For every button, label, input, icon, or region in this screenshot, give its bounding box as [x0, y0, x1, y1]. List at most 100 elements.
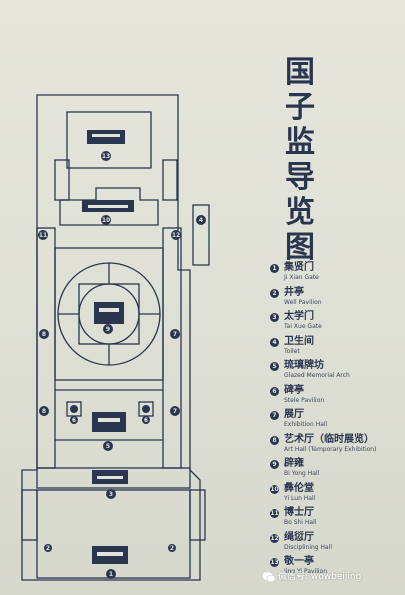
- yilun-block: [59, 187, 159, 226]
- marker-8-west: 8: [39, 329, 49, 339]
- title-char: 图: [285, 230, 315, 265]
- legend-label-en: Well Pavilion: [284, 298, 322, 306]
- legend-label-zh: 彝伦堂: [284, 482, 314, 494]
- svg-text:9: 9: [106, 326, 110, 333]
- svg-text:6: 6: [144, 417, 148, 424]
- title-char: 导: [285, 160, 315, 195]
- legend-number: 10: [270, 484, 279, 494]
- legend-number: 4: [270, 337, 279, 347]
- svg-text:12: 12: [172, 232, 180, 239]
- title-char: 国: [285, 55, 315, 90]
- legend-number: 12: [270, 533, 279, 543]
- svg-text:7: 7: [173, 408, 177, 415]
- svg-text:10: 10: [102, 217, 110, 224]
- legend-item: 8 艺术厅（临时展览）Art Hall (Temporary Exhibition…: [270, 434, 400, 459]
- marker-6-east: 6: [142, 416, 150, 424]
- marker-1: 1: [106, 569, 116, 579]
- marker-2-east: 2: [168, 544, 176, 552]
- toilet-block: [192, 204, 210, 266]
- legend-label-en: Bi Yong Hall: [284, 470, 320, 477]
- marker-3: 3: [106, 489, 116, 499]
- marker-13: 13: [101, 151, 111, 161]
- outer-wall: [21, 94, 201, 581]
- map-title: 国 子 监 导 览 图: [283, 55, 317, 265]
- svg-text:7: 7: [173, 331, 177, 338]
- svg-text:8: 8: [42, 408, 46, 415]
- svg-text:11: 11: [39, 232, 47, 239]
- svg-text:3: 3: [109, 491, 113, 498]
- watermark: 微信号: wowbeijing: [262, 569, 362, 585]
- legend-label-en: Bo Shi Hall: [284, 519, 317, 526]
- legend-label-zh: 琉璃牌坊: [284, 360, 324, 371]
- svg-text:4: 4: [199, 217, 203, 224]
- marker-6-west: 6: [70, 416, 78, 424]
- legend-label-zh: 卫生间: [284, 335, 314, 347]
- marker-9: 9: [103, 324, 113, 334]
- wechat-icon: [262, 572, 276, 583]
- legend-label-zh: 井亭: [284, 286, 304, 298]
- svg-text:1: 1: [109, 571, 113, 578]
- legend-label-en: Stele Pavilion: [284, 396, 325, 404]
- legend-number: 8: [270, 435, 279, 445]
- watermark-text: 微信号: wowbeijing: [278, 572, 362, 582]
- svg-text:5: 5: [106, 443, 110, 450]
- legend-label-zh: 绳愆厅: [284, 531, 314, 543]
- legend-number: 5: [270, 362, 279, 371]
- legend-number: 7: [270, 411, 279, 420]
- legend-label-en: Glazed Memorial Arch: [284, 372, 350, 379]
- title-char: 览: [285, 195, 315, 230]
- legend-label-en: Yi Lun Hall: [284, 494, 316, 502]
- biyong-building: [94, 302, 124, 324]
- title-char: 监: [285, 125, 315, 160]
- legend-number: 3: [270, 313, 279, 322]
- taixue-wall: [36, 467, 191, 489]
- svg-text:2: 2: [46, 545, 50, 552]
- legend-number: 13: [270, 558, 279, 567]
- legend-label-zh: 敬一亭: [284, 556, 314, 567]
- marker-2-west: 2: [44, 544, 52, 552]
- legend-label-en: Disciplining Hall: [284, 543, 333, 551]
- legend-number: 1: [270, 264, 279, 273]
- legend-label-zh: 太学门: [284, 311, 314, 322]
- svg-text:6: 6: [72, 417, 76, 424]
- legend-label-en: Tai Xue Gate: [284, 323, 322, 330]
- marker-7-low: 7: [170, 406, 180, 416]
- legend-label-zh: 辟雍: [284, 458, 304, 469]
- legend-label-zh: 艺术厅（临时展览）: [284, 433, 374, 445]
- marker-11: 11: [38, 230, 48, 240]
- legend-label-en: Ji Xian Gate: [284, 274, 319, 281]
- north-side-right: [162, 159, 178, 201]
- marker-12: 12: [171, 230, 181, 240]
- marker-10: 10: [101, 215, 111, 225]
- marker-5: 5: [103, 441, 113, 451]
- west-corridor: [36, 227, 56, 469]
- svg-text:13: 13: [102, 153, 110, 160]
- legend-number: 11: [270, 509, 279, 518]
- legend-number: 9: [270, 460, 279, 469]
- legend-label-zh: 集贤门: [284, 262, 314, 273]
- svg-text:8: 8: [42, 331, 46, 338]
- legend-label-en: Exhibition Hall: [284, 421, 328, 428]
- legend-number: 6: [270, 386, 279, 396]
- svg-text:2: 2: [170, 545, 174, 552]
- legend-label-zh: 博士厅: [284, 507, 314, 518]
- legend-label-en: Art Hall (Temporary Exhibition): [284, 445, 377, 453]
- legend-label-zh: 展厅: [284, 409, 304, 420]
- legend-label-en: Toilet: [284, 347, 300, 355]
- marker-4: 4: [196, 215, 206, 225]
- legend-number: 2: [270, 288, 279, 298]
- marker-8-low: 8: [39, 406, 49, 416]
